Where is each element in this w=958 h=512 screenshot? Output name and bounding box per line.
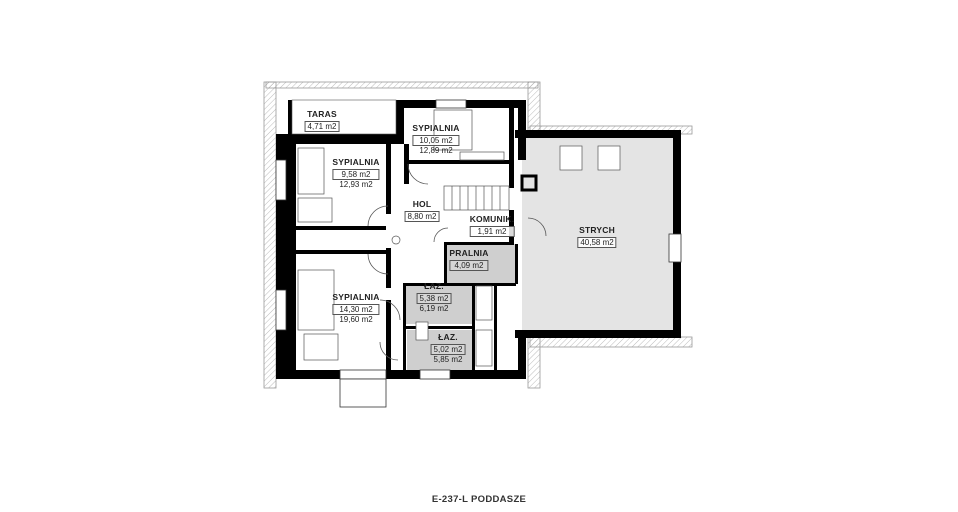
interior-walls <box>286 108 538 373</box>
room-area-secondary: 12,93 m2 <box>339 179 373 189</box>
room-pralnia: PRALNIA 4,09 m2 <box>449 248 489 271</box>
room-area-secondary: 6,19 m2 <box>419 303 449 313</box>
room-laz-2: ŁAZ. 5,02 m2 5,85 m2 <box>430 332 466 364</box>
room-name: STRYCH <box>579 225 615 235</box>
room-area: 5,38 m2 <box>416 292 452 304</box>
room-area: 40,58 m2 <box>577 236 617 248</box>
room-name: PRALNIA <box>449 248 489 258</box>
room-name: TARAS <box>307 109 337 119</box>
room-area: 5,02 m2 <box>430 343 466 355</box>
room-komunik: KOMUNIK. 1,91 m2 <box>469 214 515 237</box>
plan-caption: E-237-L PODDASZE <box>431 494 527 505</box>
room-name: HOL <box>412 199 432 209</box>
room-sypialnia-2: SYPIALNIA 9,58 m2 12,93 m2 <box>332 157 380 189</box>
room-sypialnia-3: SYPIALNIA 14,30 m2 19,60 m2 <box>332 292 380 324</box>
room-area-secondary: 19,60 m2 <box>339 314 373 324</box>
room-area: 14,30 m2 <box>332 303 380 315</box>
attic-window <box>668 233 682 263</box>
room-name: SYPIALNIA <box>332 157 380 167</box>
room-area-secondary: 5,85 m2 <box>433 354 463 364</box>
furniture <box>297 109 505 367</box>
room-area-secondary: 12,89 m2 <box>419 145 453 155</box>
room-area: 8,80 m2 <box>404 210 440 222</box>
attic-area <box>522 138 673 330</box>
room-sypialnia-1: SYPIALNIA 10,05 m2 12,89 m2 <box>412 123 460 155</box>
staircase <box>443 185 510 211</box>
room-area: 10,05 m2 <box>412 134 460 146</box>
room-area: 4,09 m2 <box>449 259 489 271</box>
room-hol: HOL 8,80 m2 <box>404 199 440 222</box>
room-area: 1,91 m2 <box>469 225 515 237</box>
room-name: SYPIALNIA <box>332 292 380 302</box>
room-area: 9,58 m2 <box>332 168 380 180</box>
room-laz-1: ŁAZ. 5,38 m2 6,19 m2 <box>416 281 452 313</box>
room-taras: TARAS 4,71 m2 <box>304 109 340 132</box>
room-name: ŁAZ. <box>438 332 458 342</box>
room-area: 4,71 m2 <box>304 120 340 132</box>
door-swings <box>367 163 547 361</box>
room-name: ŁAZ. <box>424 281 444 291</box>
room-strych: STRYCH 40,58 m2 <box>577 225 617 248</box>
balcony <box>339 378 387 408</box>
room-name: SYPIALNIA <box>412 123 460 133</box>
skylights <box>559 145 621 171</box>
room-name: KOMUNIK. <box>469 214 515 224</box>
